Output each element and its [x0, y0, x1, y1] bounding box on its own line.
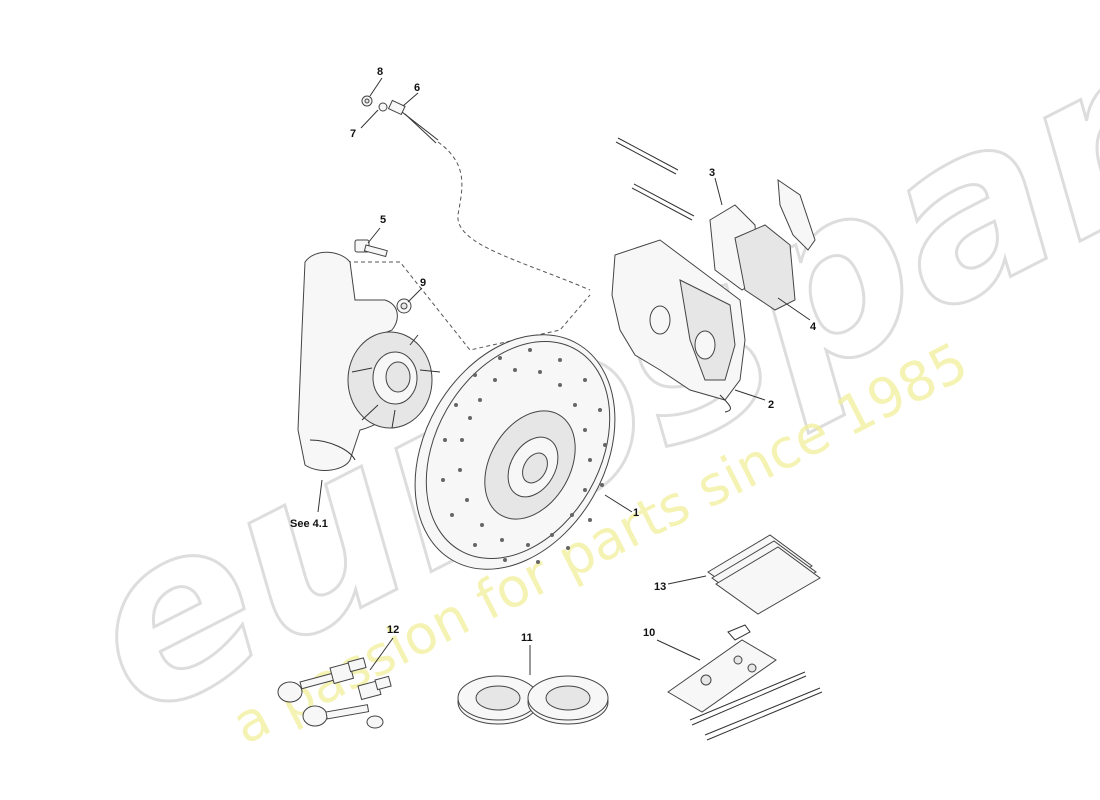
callout-see-4-1: See 4.1 — [290, 518, 328, 530]
leader-lines — [317, 77, 811, 675]
callout-9: 9 — [420, 277, 426, 289]
instruction-sheets — [707, 534, 821, 615]
callout-2: 2 — [768, 399, 774, 411]
callout-6: 6 — [414, 82, 420, 94]
callout-11: 11 — [521, 632, 533, 644]
callout-10: 10 — [643, 627, 655, 639]
shims — [457, 675, 609, 725]
callout-13: 13 — [654, 581, 666, 593]
callout-12: 12 — [387, 624, 399, 636]
callout-8: 8 — [377, 66, 383, 78]
brake-line — [437, 141, 591, 291]
callout-1: 1 — [633, 507, 639, 519]
pad-pins — [615, 137, 695, 221]
assembly-outline — [340, 261, 591, 351]
brake-disc — [414, 334, 616, 570]
bleed-screw-kit — [277, 657, 392, 729]
callout-5: 5 — [380, 214, 386, 226]
disc-drill-holes — [441, 348, 607, 564]
callout-3: 3 — [709, 167, 715, 179]
bolt-part-5 — [354, 239, 388, 258]
brake-pads — [709, 178, 816, 311]
fitting-kit — [667, 624, 823, 741]
bleed-screw-assembly — [361, 95, 439, 144]
callout-4: 4 — [810, 321, 817, 333]
hub-knuckle — [297, 251, 441, 471]
brake-caliper — [611, 239, 746, 413]
washer-part-9 — [396, 298, 412, 314]
callout-labels: 1 2 3 4 5 6 7 8 9 10 11 12 13 See 4.1 — [290, 66, 817, 644]
callout-7: 7 — [350, 128, 356, 140]
